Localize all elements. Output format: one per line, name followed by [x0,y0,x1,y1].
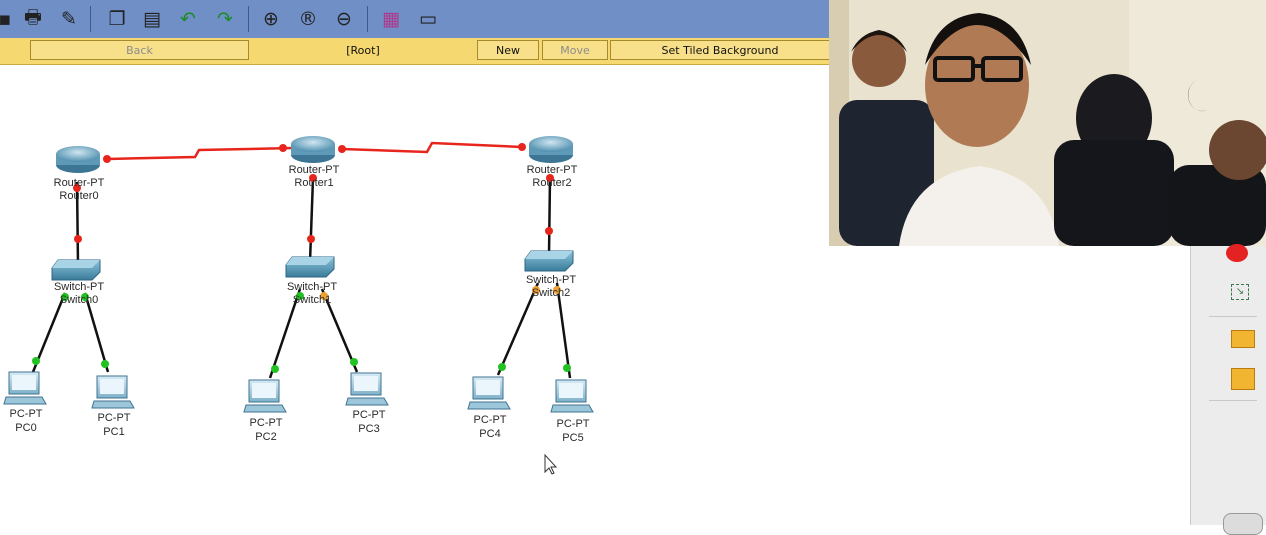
router-2[interactable]: Router-PT Router2 [527,136,578,189]
link-switch2-pc5[interactable] [555,282,572,379]
link-router1-switch1[interactable] [308,177,315,263]
switch-2-type-label: Switch-PT [526,274,576,286]
router-0-name-label: Router0 [59,190,98,202]
link-switch0-pc1[interactable] [83,292,110,373]
pc-0[interactable]: PC-PT PC0 [3,371,47,434]
router-2-name-label: Router2 [532,177,571,189]
undo-icon[interactable]: ↶ [180,8,196,30]
pc-1-type-label: PC-PT [98,412,131,424]
link-switch1-pc3[interactable] [320,288,359,373]
workspace-navigation-bar: Back [Root] New Cluster Move Object Set … [0,38,830,77]
link-switch1-pc2[interactable] [268,288,302,379]
pc-3-name-label: PC3 [358,423,379,435]
pc-2-type-label: PC-PT [250,417,283,429]
root-label: [Root] [346,44,380,57]
main-toolbar: ▪ 🖶 ✎ ❐ ▤ ↶ ↷ ⊕ ® ⊖ ▦ ▭ [0,0,830,39]
pc-0-name-label: PC0 [15,422,36,434]
pc-5[interactable]: PC-PT PC5 [550,379,594,444]
pc-4-name-label: PC4 [479,428,500,440]
redo-icon[interactable]: ↷ [217,8,233,30]
link-switch2-pc4[interactable] [496,282,540,376]
switch-2-name-label: Switch2 [532,287,571,299]
switch-2[interactable]: Switch-PT Switch2 [524,250,576,299]
simple-pdu-icon[interactable] [1231,330,1255,348]
new-cluster-button[interactable]: New Cluster [477,40,539,77]
zoom-reset-icon[interactable]: ® [298,8,318,30]
pc-5-name-label: PC5 [562,432,583,444]
port-lights [32,143,571,373]
save-icon[interactable]: ▪ [0,8,12,30]
complex-pdu-icon[interactable] [1231,368,1255,390]
print-icon[interactable]: 🖶 [24,6,42,28]
link-router2-switch2[interactable] [547,176,552,256]
zoom-in-icon[interactable]: ⊕ [263,8,279,30]
resize-shape-icon[interactable]: ↘ [1231,284,1249,300]
router-0-type-label: Router-PT [54,177,105,189]
custom-device-icon[interactable]: ▭ [419,8,437,30]
switch-1-type-label: Switch-PT [287,281,337,293]
set-tiled-background-button[interactable]: Set Tiled Background [610,40,830,60]
activity-wizard-icon[interactable]: ✎ [61,8,77,30]
move-object-button[interactable]: Move Object [542,40,608,77]
switch-1-name-label: Switch1 [293,294,332,306]
router-2-type-label: Router-PT [527,164,578,176]
pc-1[interactable]: PC-PT PC1 [91,375,135,438]
magnify-icon[interactable] [1223,513,1263,535]
pc-4-type-label: PC-PT [474,414,507,426]
serial-link-router1-router2[interactable] [341,141,523,154]
zoom-out-icon[interactable]: ⊖ [336,8,352,30]
copy-icon[interactable]: ❐ [108,8,126,30]
webcam-overlay [829,0,1266,246]
pc-2[interactable]: PC-PT PC2 [243,379,287,443]
pc-5-type-label: PC-PT [557,418,590,430]
switch-0[interactable]: Switch-PT Switch0 [51,259,104,306]
serial-link-router0-router1[interactable] [106,146,295,161]
switch-1[interactable]: Switch-PT Switch1 [285,256,337,306]
back-button[interactable]: Back [30,40,249,60]
router-1[interactable]: Router-PT Router1 [289,136,340,189]
switch-0-name-label: Switch0 [60,294,99,306]
paste-icon[interactable]: ▤ [143,8,161,30]
router-1-type-label: Router-PT [289,164,340,176]
pc-3-type-label: PC-PT [353,409,386,421]
router-0[interactable]: Router-PT Router0 [54,146,105,202]
mouse-cursor-icon [544,453,558,475]
pc-4[interactable]: PC-PT PC4 [467,376,511,440]
pc-1-name-label: PC1 [103,426,124,438]
delete-icon[interactable] [1226,244,1248,262]
palette-icon[interactable]: ▦ [382,8,400,30]
switch-0-type-label: Switch-PT [54,281,104,293]
pc-2-name-label: PC2 [255,431,276,443]
pc-3[interactable]: PC-PT PC3 [345,372,389,435]
link-router0-switch0[interactable] [75,181,80,266]
right-tool-panel: ↘ [1190,244,1266,535]
router-1-name-label: Router1 [294,177,333,189]
pc-0-type-label: PC-PT [10,408,43,420]
